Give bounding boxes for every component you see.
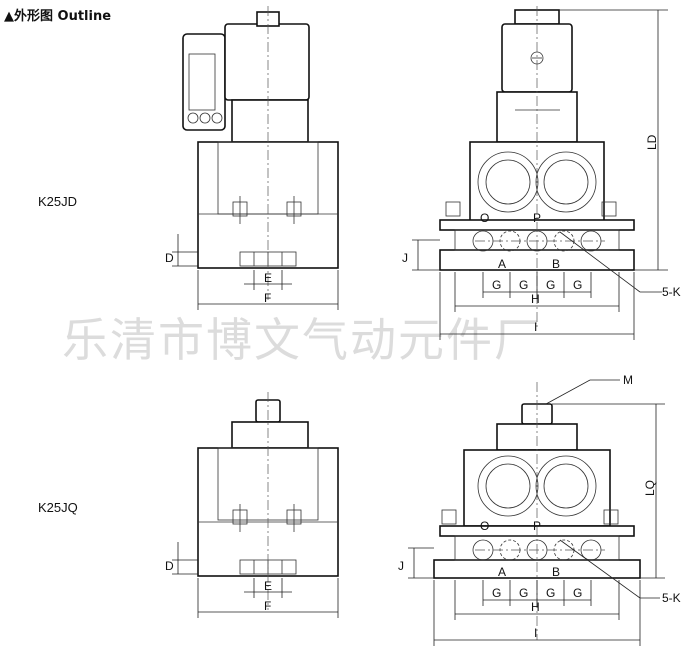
dim-label-g3-bottom: G (546, 586, 555, 600)
dim-label-g2-top: G (519, 278, 528, 292)
watermark-text: 乐清市博文气动元件厂 (62, 313, 542, 367)
dim-label-e-top: E (264, 271, 272, 285)
dim-label-i-bottom: I (534, 626, 537, 640)
port-label-o-bottom: O (480, 519, 489, 533)
dim-label-j-top: J (402, 251, 408, 265)
dim-label-ld: LD (645, 134, 659, 150)
port-label-a-top: A (498, 257, 506, 271)
dim-label-d-top: D (165, 251, 174, 265)
dim-label-g3-top: G (546, 278, 555, 292)
dim-label-g4-bottom: G (573, 586, 582, 600)
dim-label-g1-top: G (492, 278, 501, 292)
dim-label-g2-bottom: G (519, 586, 528, 600)
dim-label-j-bottom: J (398, 559, 404, 573)
k25jd-side-dimensions: D E F (165, 234, 339, 310)
dim-label-5k-bottom: 5-K (662, 591, 681, 605)
drawing-title: ▲外形图 Outline (4, 8, 111, 24)
k25jq-front-view: O P A B (433, 382, 641, 640)
model-label-k25jq: K25JQ (38, 500, 78, 515)
dim-label-h-top: H (531, 292, 540, 306)
port-label-o-top: O (480, 211, 489, 225)
dim-label-i-top: I (534, 320, 537, 334)
dim-label-m: M (623, 373, 633, 387)
dim-label-e-bottom: E (264, 579, 272, 593)
port-label-b-top: B (552, 257, 560, 271)
k25jq-side-view (197, 392, 339, 610)
dim-label-g4-top: G (573, 278, 582, 292)
k25jd-side-view (182, 6, 339, 300)
dim-label-d-bottom: D (165, 559, 174, 573)
dim-label-f-top: F (264, 291, 271, 305)
dim-label-h-bottom: H (531, 600, 540, 614)
port-label-a-bottom: A (498, 565, 506, 579)
k25jq-side-dimensions: D E F (165, 542, 339, 618)
model-label-k25jd: K25JD (38, 194, 77, 209)
dim-label-f-bottom: F (264, 599, 271, 613)
dim-label-5k-top: 5-K (662, 285, 681, 299)
dim-label-g1-bottom: G (492, 586, 501, 600)
port-label-b-bottom: B (552, 565, 560, 579)
k25jd-front-dimensions: LD J G G G G H I 5-K (402, 9, 681, 340)
dim-label-lq: LQ (643, 480, 657, 496)
k25jd-front-view: O P A B (439, 6, 635, 330)
k25jq-front-dimensions: M LQ J G G G G H I 5-K (398, 373, 681, 646)
